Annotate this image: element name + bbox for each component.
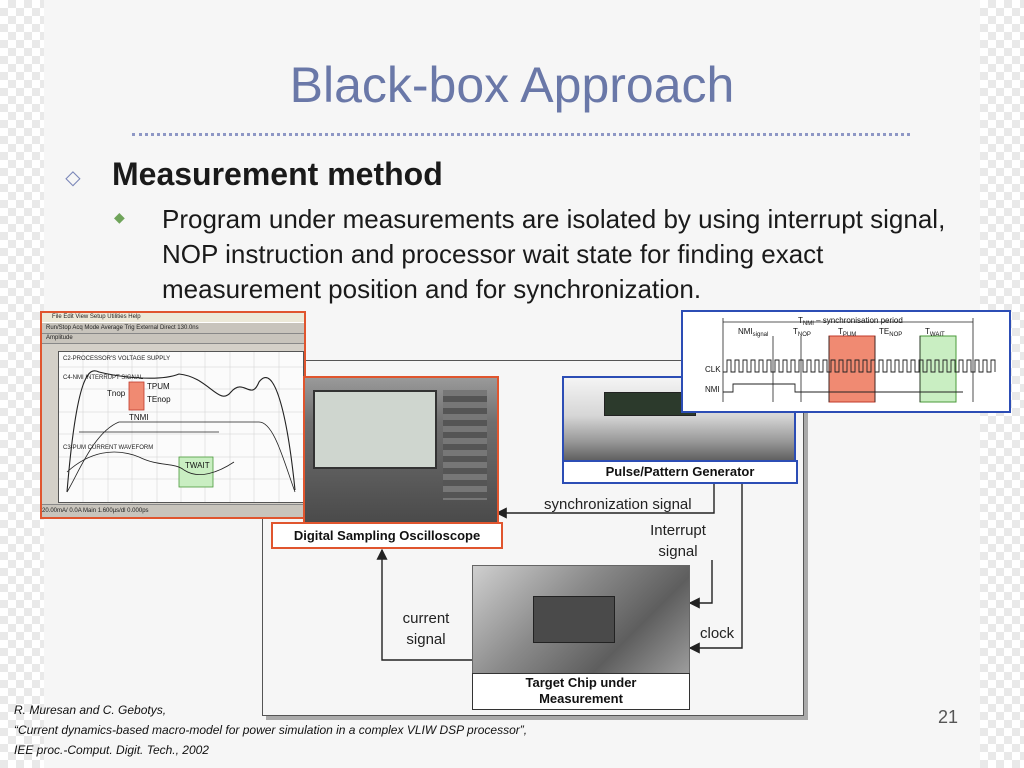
interrupt-line2: signal	[658, 543, 698, 560]
current-line2: signal	[406, 631, 446, 648]
sync-signal-label: synchronization signal	[544, 496, 692, 513]
trace-current-label: C3-PUM CURRENT WAVEFORM	[63, 445, 153, 451]
chip-caption-line2: Measurement	[539, 691, 623, 706]
interrupt-signal-label: Interrupt signal	[640, 520, 716, 562]
interrupt-line1: Interrupt	[650, 522, 706, 539]
waveform-plot: C2-PROCESSOR'S VOLTAGE SUPPLY C4-NMI INT…	[59, 352, 303, 502]
chip-caption-line1: Target Chip under	[525, 675, 637, 690]
citation-paper: “Current dynamics-based macro-model for …	[14, 723, 528, 737]
tnop-label: Tnop	[107, 389, 126, 398]
trace-nmi-label: C4-NMI INTERRUPT SIGNAL	[63, 375, 144, 381]
slide-title: Black-box Approach	[289, 57, 735, 113]
scope-knobs	[443, 390, 487, 500]
nmi-signal-label: NMIsignal	[738, 327, 768, 338]
board-chip	[533, 596, 615, 643]
scope-display	[313, 390, 437, 469]
tenop-label: TEnop	[147, 395, 171, 404]
current-line1: current	[402, 610, 450, 627]
nmi-label: NMI	[705, 385, 720, 394]
left-border-pattern	[0, 0, 44, 768]
setup-frame	[262, 360, 804, 716]
tnmi-label: TNMI	[129, 413, 149, 422]
small-diamond-bullet-icon: ◆	[114, 209, 125, 225]
chip-caption: Target Chip under Measurement	[472, 673, 690, 710]
twait-label: TWAIT	[185, 461, 210, 470]
osc-toolbar: Run/Stop Acq Mode Average Trig External …	[42, 322, 304, 334]
scope-caption: Digital Sampling Oscilloscope	[271, 522, 503, 549]
tnmi-header: TNMI – synchronisation period	[798, 316, 903, 327]
bullet-heading: Measurement method	[112, 156, 443, 192]
page-number: 21	[938, 707, 959, 727]
tenop-timing-label: TENOP	[879, 327, 902, 338]
generator-display	[604, 392, 696, 416]
tpum-label: TPUM	[147, 382, 170, 391]
current-signal-label: current signal	[390, 608, 462, 650]
clk-label: CLK	[705, 365, 721, 374]
osc-menubar: File Edit View Setup Utilities Help	[42, 313, 304, 322]
title-divider	[132, 133, 910, 136]
twait-timing-label: TWAIT	[925, 327, 945, 338]
clock-label: clock	[700, 625, 735, 642]
tnop-timing-label: TNOP	[793, 327, 811, 338]
tpum-timing-label: TPUM	[838, 327, 856, 338]
citation-venue: IEE proc.-Comput. Digit. Tech., 2002	[14, 743, 209, 757]
osc-waveform-screen: C2-PROCESSOR'S VOLTAGE SUPPLY C4-NMI INT…	[58, 351, 304, 503]
target-board-photo	[472, 565, 690, 675]
citation-authors: R. Muresan and C. Gebotys,	[14, 703, 167, 717]
osc-toolbar2: Amplitude	[42, 334, 304, 344]
generator-caption: Pulse/Pattern Generator	[562, 460, 798, 484]
timing-diagram: CLK NMI TNMI – synchronisation period NM…	[681, 310, 1011, 413]
trace-voltage-label: C2-PROCESSOR'S VOLTAGE SUPPLY	[63, 356, 170, 362]
diamond-bullet-icon: ◇	[65, 167, 81, 189]
bullet-body: Program under measurements are isolated …	[162, 204, 946, 304]
timing-plot: CLK NMI TNMI – synchronisation period NM…	[705, 316, 996, 403]
oscilloscope-photo	[303, 376, 499, 525]
osc-statusbar: 20.00mA/ 0.0A Main 1.600µs/dl 0.000ps	[42, 504, 304, 517]
oscilloscope-screenshot: File Edit View Setup Utilities Help Run/…	[40, 311, 306, 519]
